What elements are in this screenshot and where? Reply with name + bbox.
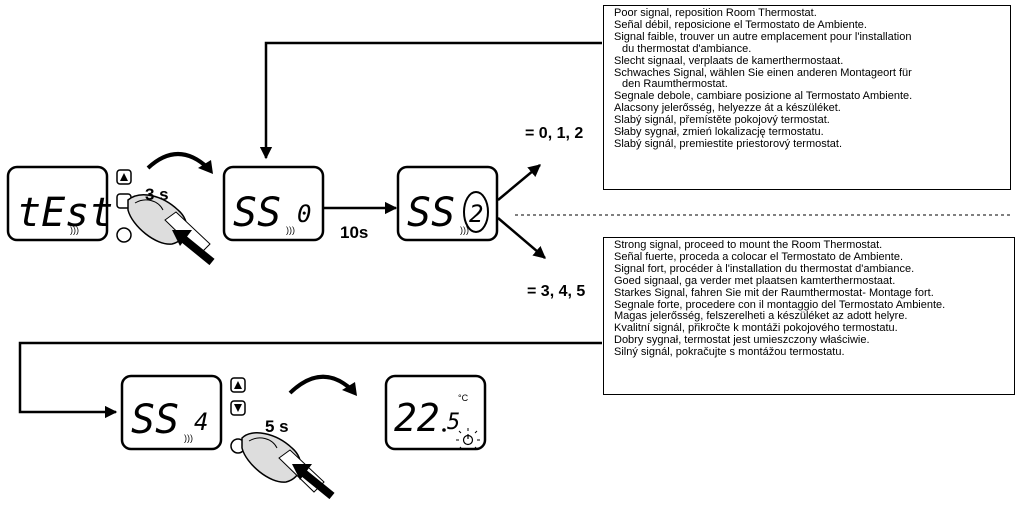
- wait-time-label: 10s: [340, 223, 368, 242]
- signal-icon: ))): [286, 225, 295, 235]
- poor-signal-line: Poor signal, reposition Room Thermostat.: [614, 7, 817, 19]
- finger-icon: [127, 194, 211, 255]
- press-arrow-icon: [297, 466, 335, 500]
- signal-icon: ))): [70, 225, 79, 235]
- hold-time-label-2: 5 s: [265, 417, 289, 436]
- lcd-display-ss2: SS 2 ))): [396, 165, 499, 242]
- strong-values-label: = 3, 4, 5: [527, 283, 585, 300]
- poor-signal-line: Slecht signaal, verplaats de kamerthermo…: [614, 54, 844, 67]
- lcd-temp-main: 22: [394, 396, 440, 440]
- strong-signal-line: Strong signal, proceed to mount the Room…: [614, 239, 883, 251]
- poor-signal-line: Segnale debole, cambiare posizione al Te…: [614, 90, 913, 103]
- strong-signal-line: Dobry sygnał, termostat jest umieszczony…: [614, 334, 870, 347]
- poor-signal-line: Slabý signál, přemístěte pokojový termos…: [614, 114, 830, 127]
- round-button-icon[interactable]: [116, 227, 132, 243]
- hold-time-label-1: 3 s: [145, 185, 169, 204]
- curved-arrow-icon: [288, 374, 354, 395]
- strong-signal-line: Kvalitní signál, přikročte k montáži pok…: [614, 322, 898, 335]
- lcd-value-2: 2: [469, 200, 483, 228]
- lcd-text-ss: SS: [233, 190, 281, 236]
- poor-signal-line: Schwaches Signal, wählen Sie einen ander…: [614, 66, 912, 79]
- poor-signal-line: du thermostat d'ambiance.: [622, 42, 752, 55]
- strong-signal-box: Strong signal, proceed to mount the Room…: [603, 237, 1015, 395]
- poor-values-label: = 0, 1, 2: [525, 125, 583, 142]
- strong-signal-line: Segnale forte, procedere con il montaggi…: [614, 298, 946, 311]
- strong-signal-line: Magas jelerősség, felszerelheti a készül…: [614, 310, 908, 323]
- strong-signal-line: Signal fort, procéder à l'installation d…: [614, 262, 915, 275]
- curved-arrow-icon: [146, 152, 210, 170]
- strong-signal-line: Silný signál, pokračujte s montážou term…: [614, 346, 845, 359]
- poor-signal-line: den Raumthermostat.: [622, 78, 728, 91]
- poor-signal-box: Poor signal, reposition Room Thermostat.…: [603, 5, 1011, 190]
- poor-signal-line: Słaby sygnał, zmień lokalizację termosta…: [614, 126, 824, 139]
- temp-unit: °C: [458, 393, 469, 403]
- lcd-temp-decimal: 5: [447, 410, 460, 435]
- lcd-display-temperature: 22 5 °C: [384, 374, 487, 451]
- lcd-display-ss0: SS 0 ))): [222, 165, 325, 242]
- lcd-display-test: tEst ))): [6, 165, 113, 242]
- signal-icon: ))): [184, 433, 193, 443]
- lcd-value-4: 4: [194, 408, 208, 436]
- poor-signal-line: Alacsony jelerősség, helyezze át a készü…: [614, 102, 841, 115]
- strong-signal-line: Starkes Signal, fahren Sie mit der Raumt…: [614, 286, 934, 299]
- poor-signal-line: Señal débil, reposicione el Termostato d…: [614, 18, 867, 31]
- lcd-text-ss: SS: [131, 397, 179, 443]
- poor-signal-line: Slabý signál, premiestite priestorový te…: [614, 137, 843, 150]
- lcd-value-0: 0: [297, 200, 311, 228]
- signal-icon: ))): [460, 225, 469, 235]
- lcd-text-test: tEst: [17, 190, 113, 236]
- strong-signal-line: Goed signaal, ga verder met plaatsen kam…: [614, 274, 896, 287]
- poor-signal-line: Signal faible, trouver un autre emplacem…: [614, 30, 912, 43]
- strong-signal-line: Señal fuerte, proceda a colocar el Termo…: [614, 250, 904, 263]
- press-arrow-icon: [177, 232, 215, 266]
- lcd-text-ss: SS: [407, 190, 455, 236]
- power-icon: [456, 428, 480, 450]
- lcd-display-ss4: SS 4 ))): [120, 374, 223, 451]
